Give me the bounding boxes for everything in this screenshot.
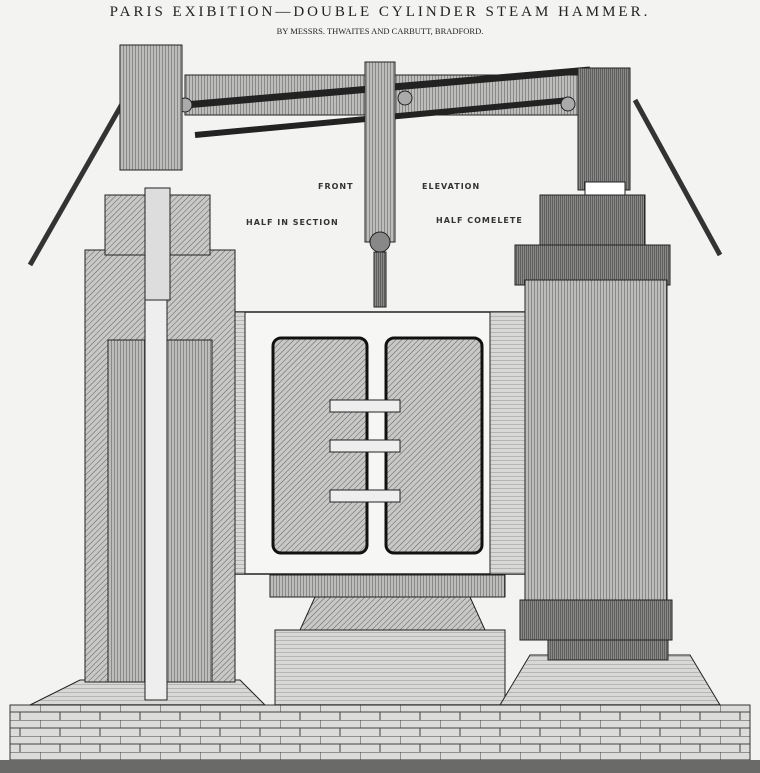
anvil: [299, 596, 486, 631]
ground: [0, 760, 760, 773]
subtitle: BY MESSRS. THWAITES AND CARBUTT, BRADFOR…: [276, 26, 484, 36]
hammer-rod: [577, 67, 631, 191]
center-rod: [364, 61, 396, 243]
title: PARIS EXIBITION—DOUBLE CYLINDER STEAM HA…: [109, 4, 651, 20]
label-half-section: HALF IN SECTION: [246, 218, 339, 227]
upper-left-cylinder: [119, 44, 183, 171]
right-cylinder-cap: [539, 194, 646, 246]
left-side-rod: [27, 102, 125, 267]
brick-foundation: [9, 704, 751, 761]
label-elevation: ELEVATION: [422, 182, 481, 191]
label-half-complete: HALF COMELETE: [436, 216, 523, 225]
right-side-rod: [632, 98, 723, 257]
label-front: FRONT: [318, 182, 354, 191]
right-cylinder: [524, 279, 668, 601]
